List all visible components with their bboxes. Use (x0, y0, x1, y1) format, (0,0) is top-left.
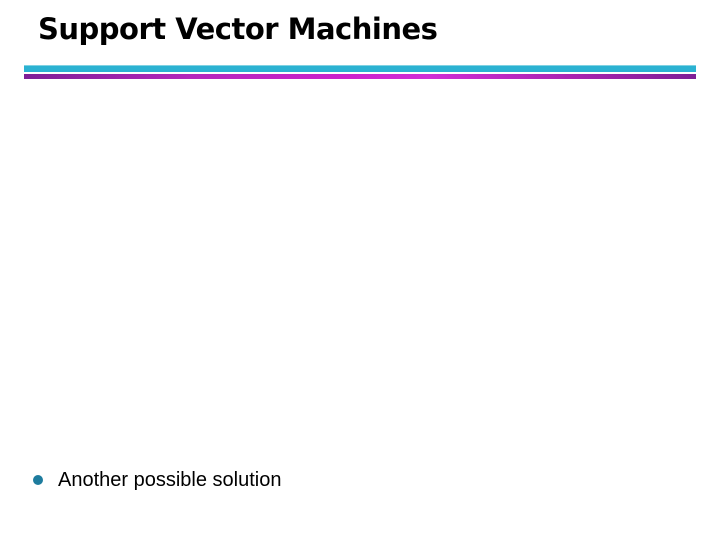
bullet-label: Another possible solution (58, 469, 282, 491)
title-divider-cyan-rule (24, 65, 696, 72)
list-item: Another possible solution (33, 470, 281, 490)
title-divider-magenta-rule (24, 74, 696, 79)
bullet-dot-icon (33, 475, 43, 485)
slide-title: Support Vector Machines (38, 12, 438, 46)
bullet-list: Another possible solution (33, 470, 281, 490)
